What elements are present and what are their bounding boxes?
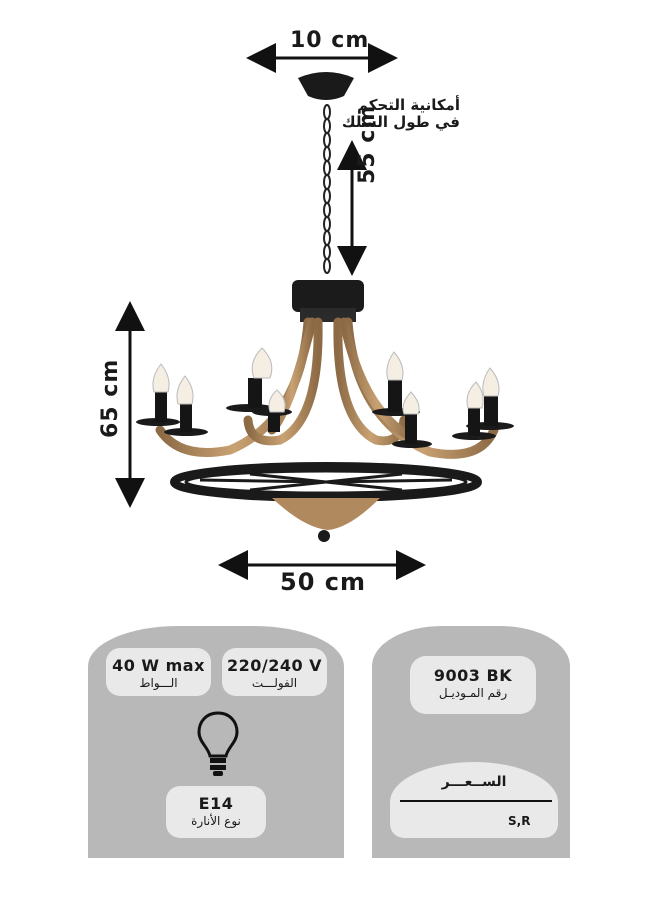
width-label: 50 cm xyxy=(280,568,366,596)
voltage-label: الفولـــت xyxy=(251,676,298,690)
light-bulb-icon xyxy=(197,711,239,776)
lamp-type-pill: E14 نوع الأنارة xyxy=(166,786,266,838)
top-width-label: 10 cm xyxy=(290,28,370,53)
specs-card: 40 W max الـــواط 220/240 V الفولـــت E1… xyxy=(88,626,344,858)
voltage-pill: 220/240 V الفولـــت xyxy=(222,648,327,696)
cable-note: أمكانية التحكم في طول السلك xyxy=(330,97,460,131)
watt-pill: 40 W max الـــواط xyxy=(106,648,211,696)
price-box: الســعـــر S,R xyxy=(390,762,558,838)
cable-note-line2: في طول السلك xyxy=(341,113,460,131)
candles xyxy=(155,378,498,444)
model-pill: 9003 BK رقم المـوديـل xyxy=(410,656,536,714)
model-label: رقم المـوديـل xyxy=(438,686,508,700)
lamp-type-value: E14 xyxy=(198,794,234,813)
hub xyxy=(292,280,364,312)
price-divider xyxy=(400,800,552,802)
height-label: 65 cm xyxy=(98,358,123,438)
chain xyxy=(323,104,331,274)
watt-value: 40 W max xyxy=(112,656,205,675)
watt-label: الـــواط xyxy=(139,676,178,690)
rope-arms xyxy=(155,317,499,475)
model-value: 9003 BK xyxy=(433,666,513,685)
flame-bulbs xyxy=(152,347,500,415)
price-value: S,R xyxy=(508,814,531,828)
model-card: 9003 BK رقم المـوديـل الســعـــر S,R xyxy=(372,626,570,858)
bottom-cone xyxy=(272,498,380,530)
canopy xyxy=(298,72,354,100)
price-label: الســعـــر xyxy=(441,774,507,790)
lamp-type-label: نوع الأنارة xyxy=(191,814,241,828)
cable-note-line1: أمكانية التحكم xyxy=(356,96,460,114)
voltage-value: 220/240 V xyxy=(226,656,323,675)
